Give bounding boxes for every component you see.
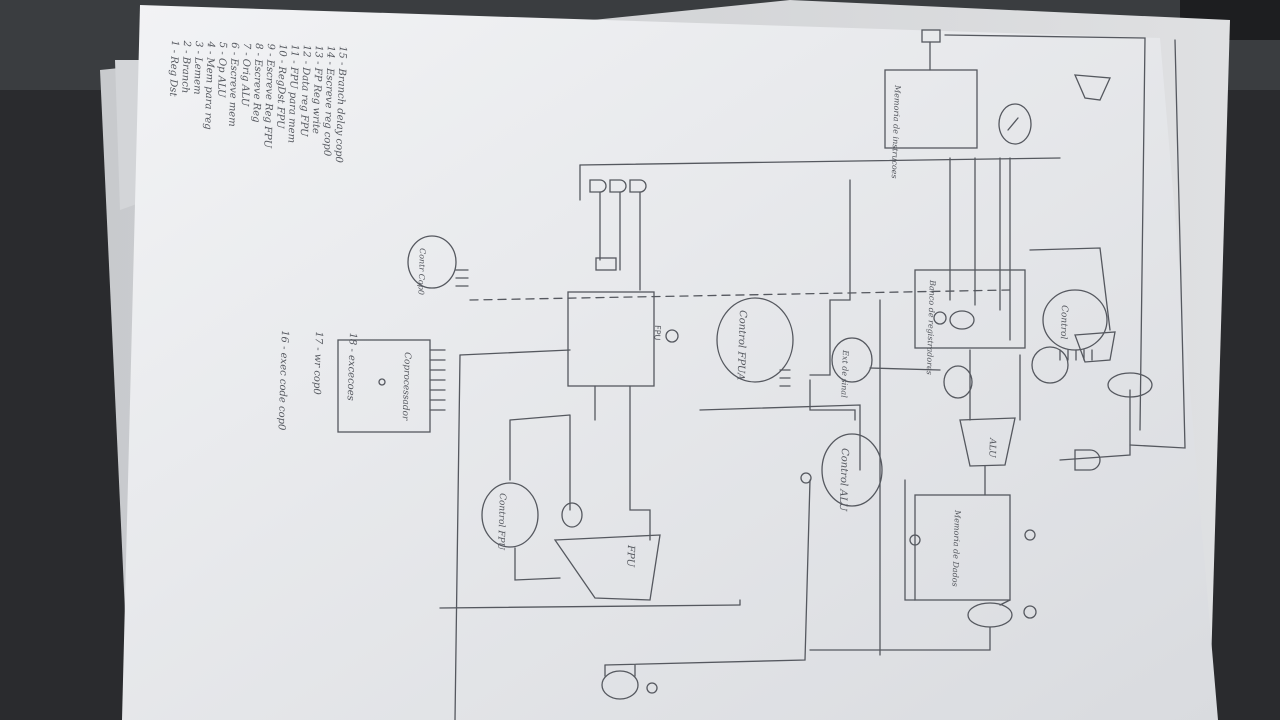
legend-item: 3 - Lemem [191,41,204,95]
legend-item: 17 - wr cop0 [311,331,324,395]
legend-item: 7 - Orig ALU [239,42,252,107]
alu-label: ALU [986,437,997,458]
legend-item: 5 - Op ALU [215,42,228,99]
main-control-label: Control [1058,305,1069,340]
control-fpu-label: Control FPU [495,493,507,551]
legend-item: 2 - Branch [179,39,192,93]
sign-extend-label: Ext de sinal [839,349,850,398]
control-alu-label: Control ALU [837,448,850,512]
legend-item: 1 - Reg Dst [167,40,180,98]
fpu-register-label: FPU [652,325,662,341]
fpu-alu-label: FPU [624,544,636,568]
cop0-control-label: Contr Cop0 [416,248,427,295]
